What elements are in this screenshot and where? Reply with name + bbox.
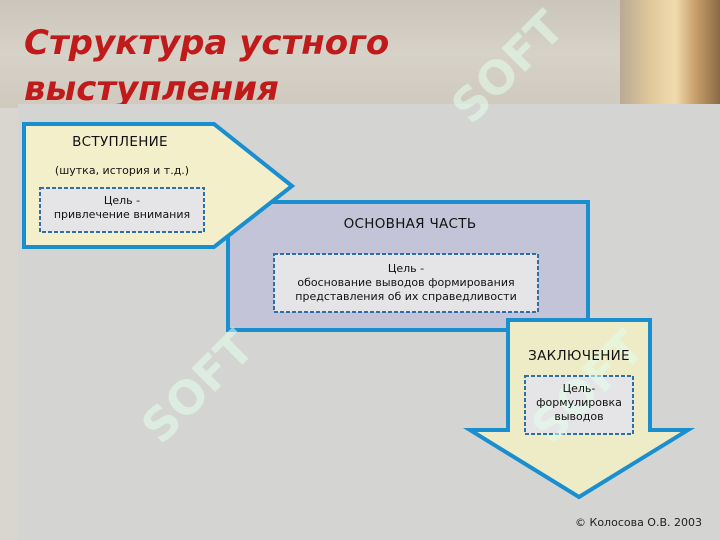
intro-subtitle: (шутка, история и т.д.) — [54, 164, 190, 177]
conclusion-goal-line: выводов — [554, 410, 604, 423]
conclusion-goal-line: Цель- — [562, 382, 596, 395]
main-goal-box — [273, 253, 539, 313]
main-goal-line: Цель - — [387, 262, 425, 275]
copyright: © Колосова О.В. 2003 — [575, 516, 702, 529]
conclusion-heading: ЗАКЛЮЧЕНИЕ — [528, 348, 630, 364]
conclusion-goal-text: Цель- формулировка выводов — [525, 382, 633, 424]
intro-heading: ВСТУПЛЕНИЕ — [72, 134, 168, 150]
slide-title: Структура устного выступления — [24, 20, 389, 112]
main-goal-line: представления об их справедливости — [295, 290, 517, 303]
main-goal-text: Цель - обоснование выводов формирования … — [274, 262, 538, 304]
intro-goal-text: Цель - привлечение внимания — [40, 194, 204, 222]
title-line-2: выступления — [24, 69, 279, 109]
intro-goal-line: Цель - — [103, 194, 141, 207]
intro-goal-box — [39, 187, 205, 233]
conclusion-goal-box — [524, 375, 634, 435]
header-decoration — [620, 0, 720, 108]
conclusion-goal-line: формулировка — [536, 396, 622, 409]
slide-header — [0, 0, 720, 108]
main-goal-line: обоснование выводов формирования — [297, 276, 515, 289]
title-line-1: Структура устного — [24, 23, 390, 63]
intro-goal-line: привлечение внимания — [53, 208, 191, 221]
main-heading: ОСНОВНАЯ ЧАСТЬ — [343, 216, 477, 232]
